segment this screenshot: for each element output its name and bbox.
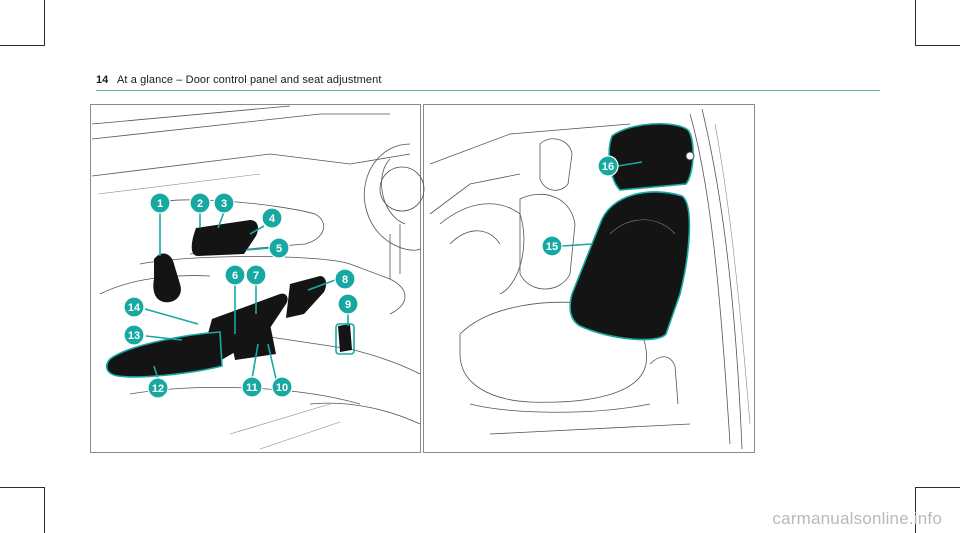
callout-14: 14 (123, 296, 145, 318)
callout-5: 5 (268, 237, 290, 259)
callout-1: 1 (149, 192, 171, 214)
callout-label-13: 13 (128, 330, 140, 342)
callout-16: 16 (597, 155, 619, 177)
seat-line-art (429, 108, 751, 450)
watermark: carmanualsonline.info (772, 509, 942, 528)
callout-label-7: 7 (253, 270, 259, 282)
callout-13: 13 (123, 324, 145, 346)
callout-label-16: 16 (602, 161, 614, 173)
callout-label-8: 8 (342, 274, 348, 286)
seat-panel-frame (423, 104, 755, 453)
crop-mark-top-left-h (0, 45, 45, 46)
callout-11: 11 (241, 376, 263, 398)
callout-6: 6 (224, 264, 246, 286)
callout-7: 7 (245, 264, 267, 286)
page-title: At a glance – Door control panel and sea… (117, 74, 382, 86)
callout-label-6: 6 (232, 270, 238, 282)
callout-3: 3 (213, 192, 235, 214)
crop-mark-top-left-v (44, 0, 45, 46)
callout-label-9: 9 (345, 299, 351, 311)
crop-mark-bottom-left-h (0, 487, 45, 488)
callout-8: 8 (334, 268, 356, 290)
callout-label-15: 15 (546, 241, 558, 253)
callout-label-1: 1 (157, 198, 163, 210)
callout-label-14: 14 (128, 302, 141, 314)
header-rule (96, 90, 880, 91)
callout-label-12: 12 (152, 383, 164, 395)
callout-label-2: 2 (197, 198, 203, 210)
crop-mark-bottom-right-h (915, 487, 960, 488)
crop-mark-bottom-right-v (915, 487, 916, 533)
callout-label-3: 3 (221, 198, 227, 210)
seat-back (569, 122, 695, 341)
page-number: 14 (96, 74, 109, 86)
callout-4: 4 (261, 207, 283, 229)
illustration: 1 2 3 4 5 6 7 8 (90, 104, 755, 453)
callout-label-5: 5 (276, 243, 282, 255)
callout-15: 15 (541, 235, 563, 257)
callout-label-4: 4 (269, 213, 276, 225)
callout-9: 9 (337, 293, 359, 315)
door-controls (105, 220, 355, 378)
crop-mark-top-right-v (915, 0, 916, 46)
callout-label-10: 10 (276, 382, 288, 394)
callout-label-11: 11 (246, 382, 258, 394)
illustration-svg: 1 2 3 4 5 6 7 8 (90, 104, 755, 453)
callout-2: 2 (189, 192, 211, 214)
callout-12: 12 (147, 377, 169, 399)
callout-lines (144, 161, 643, 380)
crop-mark-top-right-h (915, 45, 960, 46)
door-panel-frame (90, 104, 421, 453)
callout-10: 10 (271, 376, 293, 398)
page-header: 14 At a glance – Door control panel and … (96, 74, 880, 94)
crop-mark-bottom-left-v (44, 487, 45, 533)
